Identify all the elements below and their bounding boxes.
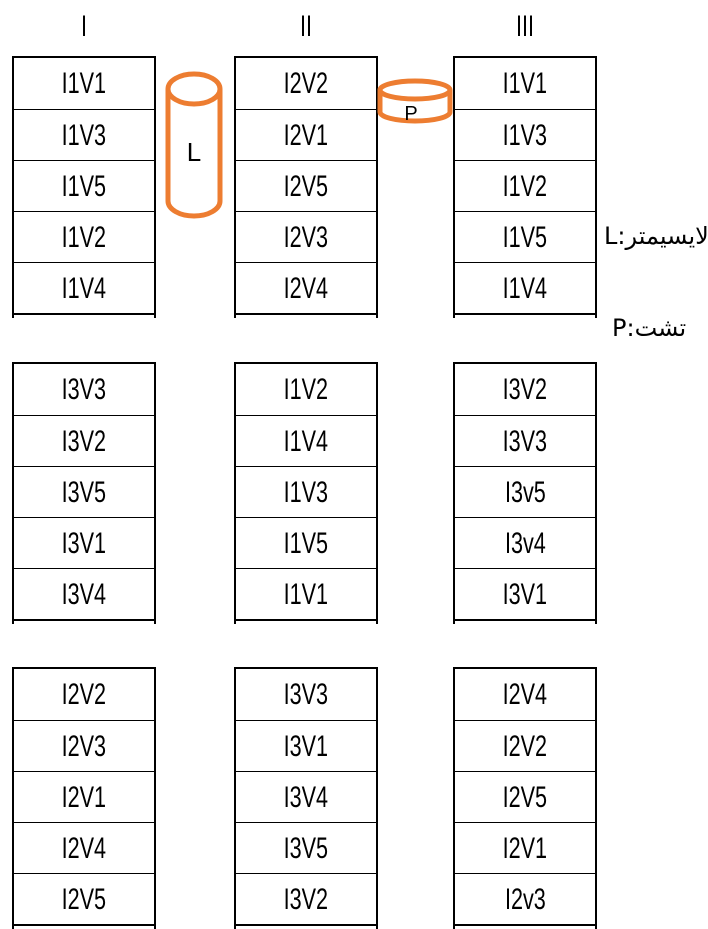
plot-cell: I3V3 [283,678,329,711]
plot-cell: I1V5 [234,517,378,568]
plot-cell: I3V3 [61,373,107,406]
plot-cell: I2V1 [453,822,597,873]
plot-cell: I3V4 [234,771,378,822]
plot-block-r2-c3: I3V2 I3V3 I3v5 I3v4 I3V1 [453,362,597,624]
plot-cell: I2V5 [453,771,597,822]
plot-cell: I1V5 [12,160,156,211]
plot-cell: I2V2 [283,67,329,100]
plot-cell: I1V1 [234,568,378,619]
column-header-3: III [515,10,534,43]
legend-pan: P:تشت [612,314,687,342]
plot-cell: I2v3 [453,873,597,924]
plot-block-r2-c2: I1V2 I1V4 I1V3 I1V5 I1V1 [234,362,378,624]
lysimeter-symbol: L [187,137,201,167]
plot-cell: I3v5 [453,466,597,517]
plot-cell: I3V2 [234,873,378,924]
plot-block-r3-c2: I3V3 I3V1 I3V4 I3V5 I3V2 [234,667,378,929]
plot-cell: I1V3 [234,466,378,517]
plot-cell: I1V1 [502,67,548,100]
plot-cell: I2V3 [234,211,378,262]
plot-cell: I2V2 [61,678,107,711]
plot-cell: I1V5 [453,211,597,262]
legend-lysimeter: L:لایسیمتر [604,222,708,250]
plot-cell: I1V2 [12,211,156,262]
plot-cell: I1V2 [453,160,597,211]
plot-cell: I2V4 [12,822,156,873]
plot-block-r1-c3: I1V1 I1V3 I1V2 I1V5 I1V4 [453,56,597,318]
plot-cell: I3V4 [12,568,156,619]
plot-cell: I2V4 [234,262,378,313]
plot-cell: I3V1 [453,568,597,619]
plot-cell: I1V4 [453,262,597,313]
plot-cell: I1V3 [453,109,597,160]
pan-symbol: P [404,103,417,125]
plot-block-r3-c1: I2V2 I2V3 I2V1 I2V4 I2V5 [12,667,156,929]
plot-block-r1-c2: I2V2 I2V1 I2V5 I2V3 I2V4 [234,56,378,318]
plot-block-r1-c1: I1V1 I1V3 I1V5 I1V2 I1V4 [12,56,156,318]
plot-cell: I3V5 [234,822,378,873]
plot-cell: I1V3 [12,109,156,160]
column-header-2: II [299,10,312,43]
plot-cell: I2V3 [12,720,156,771]
plot-cell: I3v4 [453,517,597,568]
plot-block-r3-c3: I2V4 I2V2 I2V5 I2V1 I2v3 [453,667,597,929]
plot-cell: I1V1 [61,67,107,100]
plot-cell: I3V1 [234,720,378,771]
plot-cell: I2V1 [12,771,156,822]
plot-cell: I1V4 [234,415,378,466]
plot-cell: I3V1 [12,517,156,568]
column-header-1: I [80,10,88,43]
plot-block-r2-c1: I3V3 I3V2 I3V5 I3V1 I3V4 [12,362,156,624]
plot-cell: I1V2 [283,373,329,406]
plot-cell: I3V5 [12,466,156,517]
plot-cell: I2V1 [234,109,378,160]
plot-cell: I2V2 [453,720,597,771]
plot-cell: I3V3 [453,415,597,466]
plot-cell: I1V4 [12,262,156,313]
lysimeter-cylinder-icon: L [165,71,223,219]
plot-cell: I3V2 [12,415,156,466]
plot-cell: I2V5 [12,873,156,924]
plot-cell: I3V2 [502,373,548,406]
plot-cell: I2V5 [234,160,378,211]
plot-cell: I2V4 [502,678,548,711]
pan-icon: P [377,78,453,125]
